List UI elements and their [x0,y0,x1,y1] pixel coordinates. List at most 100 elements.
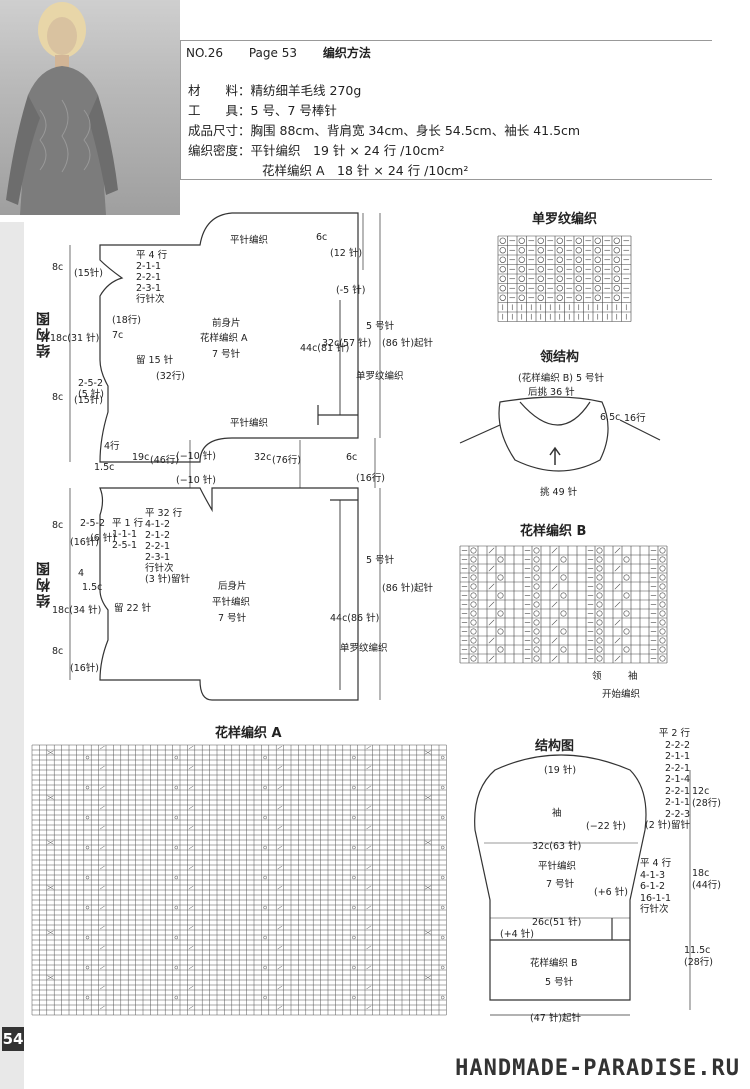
front-top-plain: 平针编织 [230,235,269,246]
pattern-a-title: 花样编织 A [215,726,282,741]
back-dim-16-bot: (16针) [70,663,100,674]
mid-4: 4行 [104,441,120,452]
gauge-line: 编织密度：平针编织 19 针 × 24 行 /10cm² [188,143,445,158]
mid-76: (76行) [272,455,302,466]
back-dim-1-5c: 1.5c [82,582,103,593]
sleeve-pattern: 平针编织 [538,861,577,872]
collar-16: 16行 [624,413,646,424]
front-bottom-plain: 平针编织 [230,418,269,429]
back-dim-18c: 18c(34 针) [52,605,102,616]
sleeve-cuff-width: 26c(51 针) [532,917,582,928]
mid-46: (46行) [150,455,180,466]
sleeve-cuff-needle: 5 号针 [545,977,574,988]
sleeve-top-count: (19 针) [544,765,577,776]
sleeve-dec: (−22 针) [586,821,626,832]
back-dim-6: (6 针) [90,533,116,544]
collar-pick-bottom: 挑 49 针 [540,487,578,498]
material-line: 材 料：精纺细羊毛线 270g [188,83,362,98]
back-dim-rib: 单罗纹编织 [340,643,388,654]
pattern-b-title: 花样编织 B [520,524,587,539]
mid-10b: (−10 针) [176,475,216,486]
back-piece-outline [99,487,359,701]
page-number: 54 [2,1027,24,1051]
back-dim-86: (86 针)起针 [382,583,434,594]
pattern-b-sleeve: 袖 [628,671,638,682]
pattern-b-collar: 领 [592,671,602,682]
sleeve-mid-width: 32c(63 针) [532,841,582,852]
sleeve-cuff-inc: (+4 针) [500,929,534,940]
header-title: 编织方法 [322,46,371,60]
sleeve-cast-on: (47 针)起针 [530,1013,582,1024]
header-line: NO.26 Page 53 编织方法 [186,44,393,61]
front-dim-15-top: (15针) [74,268,104,279]
front-dim-8c-top: 8c [52,262,64,273]
collar-pick-back: 后挑 36 针 [528,387,575,398]
front-dim-6c: 6c [316,232,328,243]
front-dim-5: (-5 针) [336,285,366,296]
collar-outline [498,396,609,472]
front-armhole-dec: 2-5-2(5 针) [78,378,104,400]
sleeve-name: 袖 [552,808,562,819]
front-dim-32rows: (32行) [156,371,186,382]
sleeve-outline [474,754,647,1001]
back-neck-left: 留 22 针 [114,603,152,614]
front-name: 前身片 [212,318,241,329]
front-dim-5needle: 5 号针 [366,321,395,332]
mid-19c: 19c [132,452,150,463]
collar-pattern: (花样编织 B) 5 号针 [518,373,605,384]
mid-6c: 6c [346,452,358,463]
back-name: 后身片 [218,581,247,592]
sleeve-needle: 7 号针 [546,879,575,890]
back-pattern: 平针编织 [212,597,251,608]
front-neck-h: 7c [112,330,124,341]
back-dim-8c-bot: 8c [52,646,64,657]
back-dim-16-top: (16针) [70,537,100,548]
back-dim-8c-top: 8c [52,520,64,531]
front-dim-18c: 18c(31 针) [50,333,100,344]
header-box [180,40,712,180]
front-dim-44c: 44c(81 针) [300,343,350,354]
front-neck-left: 留 15 针 [136,355,174,366]
collar-6-5c: 6.5c [600,412,621,423]
mid-32c: 32c [254,452,272,463]
pattern-b-chart [459,545,668,664]
back-dim-4: 4 [78,568,85,579]
site-watermark: HANDMADE-PARADISE.RU [455,1056,740,1081]
sleeve-cuff-pattern: 花样编织 B [530,958,578,969]
gauge-line-2: 花样编织 A 18 针 × 24 行 /10cm² [262,163,469,178]
back-needle: 7 号针 [218,613,247,624]
sleeve-inc: (+6 针) [594,887,628,898]
back-dim-2-5-2: 2-5-2 [80,518,105,529]
pattern-number: NO.26 [186,46,224,60]
sleeve-dim-12c: 12c(28行) [692,786,722,809]
front-dim-rib: 单罗纹编织 [356,371,404,382]
front-neck-rows: (18行) [112,315,142,326]
back-dim-5needle: 5 号针 [366,555,395,566]
model-photo [0,0,180,215]
sleeve-dim-18c: 18c(44行) [692,868,722,891]
size-line: 成品尺寸：胸围 88cm、背肩宽 34cm、身长 54.5cm、袖长 41.5c… [188,123,581,138]
rib-title: 单罗纹编织 [532,212,598,227]
mid-1-5c: 1.5c [94,462,115,473]
page-ref: Page 53 [248,46,297,60]
front-dim-8c-bot: 8c [52,392,64,403]
rib-chart [497,235,632,322]
pattern-b-start: 开始编织 [602,689,641,700]
sleeve-dim-11-5c: 11.5c(28行) [684,945,714,968]
front-needle: 7 号针 [212,349,241,360]
front-dim-86: (86 针)起针 [382,338,434,349]
pattern-a-chart [31,744,447,1016]
back-dim-44c: 44c(86 针) [330,613,380,624]
tool-line: 工 具：5 号、7 号棒针 [188,103,337,118]
front-dim-15-bot: (15针) [74,395,104,406]
collar-title: 领结构 [540,350,580,365]
front-pattern: 花样编织 A [200,333,248,344]
sleeve-title: 结构图 [535,739,575,754]
front-dim-32c: 32c(57 针) [322,338,372,349]
